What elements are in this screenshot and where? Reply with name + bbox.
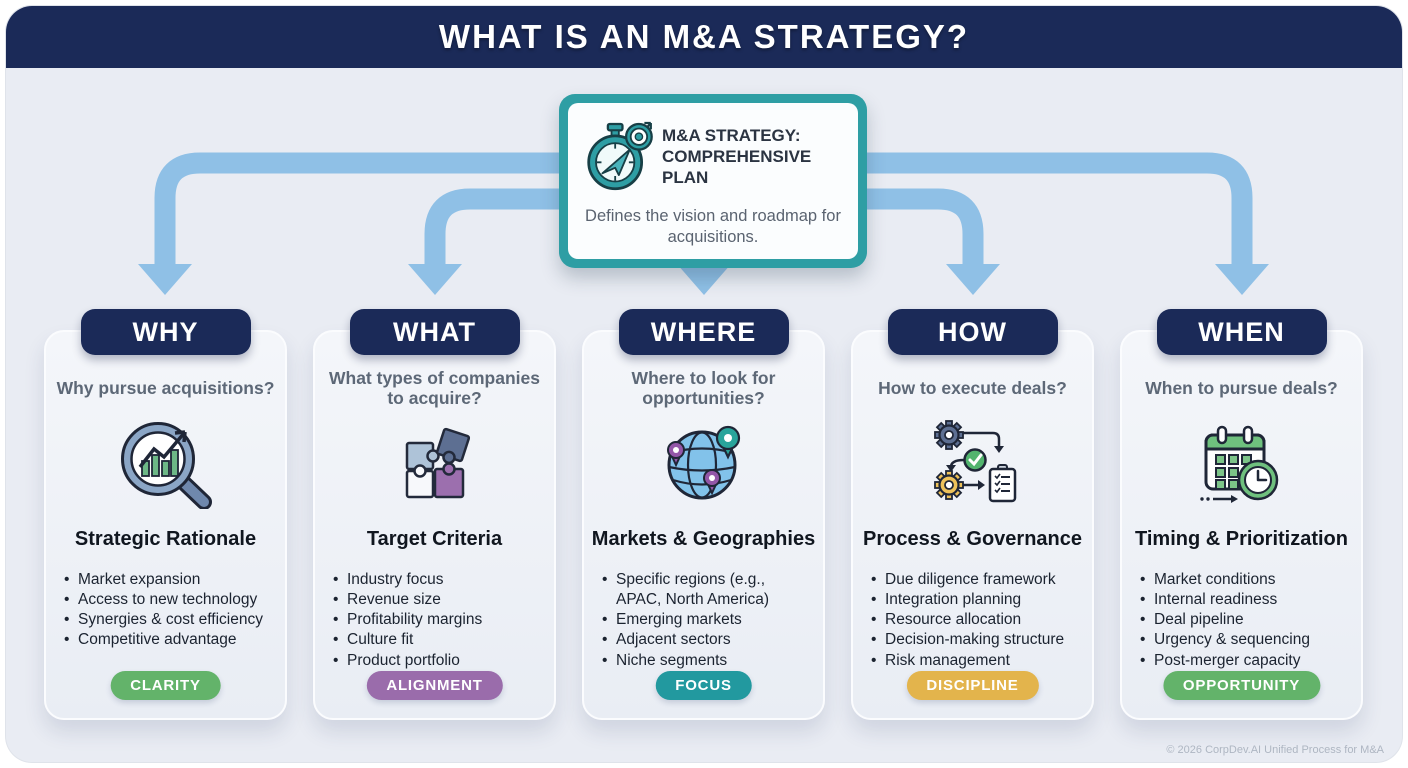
column-why-subtitle: Strategic Rationale xyxy=(74,528,257,550)
bullet-item: Internal readiness xyxy=(1140,590,1351,610)
bullet-item: Niche segments xyxy=(602,651,813,671)
bullet-list: Market conditionsInternal readinessDeal … xyxy=(1122,570,1361,671)
bullet-item: Decision-making structure xyxy=(871,630,1082,650)
column-how-header: HOW xyxy=(887,309,1058,355)
process-flow-icon xyxy=(921,414,1025,512)
column-how: HOW How to execute deals? xyxy=(851,309,1094,720)
column-how-subtitle: Process & Governance xyxy=(863,528,1082,550)
globe-pins-icon xyxy=(652,414,756,512)
column-where-badge: FOCUS xyxy=(655,671,752,700)
bullet-item: Market expansion xyxy=(64,570,275,590)
bullet-list: Due diligence frameworkIntegration plann… xyxy=(853,570,1092,671)
copyright-text: © 2026 CorpDev.AI Unified Process for M&… xyxy=(1166,744,1384,756)
compass-stopwatch-icon xyxy=(580,113,654,202)
bullet-item: Synergies & cost efficiency xyxy=(64,610,275,630)
magnifier-chart-icon xyxy=(114,414,218,512)
calendar-clock-icon xyxy=(1190,414,1294,512)
column-how-badge: DISCIPLINE xyxy=(906,671,1039,700)
columns-row: WHY Why pursue acquisitions? xyxy=(44,309,1363,720)
column-why-question: Why pursue acquisitions? xyxy=(56,377,275,398)
bullet-item: Risk management xyxy=(871,651,1082,671)
column-why: WHY Why pursue acquisitions? xyxy=(44,309,287,720)
bullet-item: Competitive advantage xyxy=(64,630,275,650)
bullet-list: Specific regions (e.g., APAC, North Amer… xyxy=(584,570,823,671)
column-what-badge: ALIGNMENT xyxy=(366,671,503,700)
bullet-item: Profitability margins xyxy=(333,610,544,630)
page-title: WHAT IS AN M&A STRATEGY? xyxy=(438,18,970,55)
puzzle-pieces-icon xyxy=(383,414,487,512)
diagram-board: M&A STRATEGY: COMPREHENSIVE PLAN Defines… xyxy=(6,68,1402,762)
arrow-to-when xyxy=(819,152,1253,266)
column-when-badge: OPPORTUNITY xyxy=(1162,671,1321,700)
bullet-item: Revenue size xyxy=(333,590,544,610)
column-how-question: How to execute deals? xyxy=(878,377,1067,398)
column-when: WHEN When to pursue deals? xyxy=(1120,309,1363,720)
bullet-item: Adjacent sectors xyxy=(602,630,813,650)
bullet-item: Market conditions xyxy=(1140,570,1351,590)
bullet-item: Post-merger capacity xyxy=(1140,651,1351,671)
column-what-subtitle: Target Criteria xyxy=(366,528,503,550)
infographic-canvas: WHAT IS AN M&A STRATEGY? xyxy=(6,6,1402,762)
column-where-question: Where to look for opportunities? xyxy=(631,367,776,408)
bullet-item: Urgency & sequencing xyxy=(1140,630,1351,650)
bullet-item: Industry focus xyxy=(333,570,544,590)
bullet-item: Access to new technology xyxy=(64,590,275,610)
bullet-item: Resource allocation xyxy=(871,610,1082,630)
bullet-item: Emerging markets xyxy=(602,610,813,630)
central-description: Defines the vision and roadmap for acqui… xyxy=(585,207,841,246)
column-where: WHERE Where to look for opportunities? xyxy=(582,309,825,720)
column-where-header: WHERE xyxy=(618,309,789,355)
column-when-header: WHEN xyxy=(1156,309,1327,355)
title-bar: WHAT IS AN M&A STRATEGY? xyxy=(6,6,1402,68)
central-plan-box: M&A STRATEGY: COMPREHENSIVE PLAN Defines… xyxy=(559,94,867,269)
bullet-list: Industry focusRevenue sizeProfitability … xyxy=(315,570,554,671)
column-why-header: WHY xyxy=(80,309,251,355)
bullet-item: Integration planning xyxy=(871,590,1082,610)
column-when-question: When to pursue deals? xyxy=(1145,377,1338,398)
column-what: WHAT What types of companies to acquire? xyxy=(313,309,556,720)
column-what-header: WHAT xyxy=(349,309,520,355)
column-why-badge: CLARITY xyxy=(110,671,221,700)
column-where-subtitle: Markets & Geographies xyxy=(591,528,816,550)
column-when-subtitle: Timing & Prioritization xyxy=(1135,528,1348,550)
arrow-to-why xyxy=(154,152,591,266)
bullet-item: Deal pipeline xyxy=(1140,610,1351,630)
bullet-item: Due diligence framework xyxy=(871,570,1082,590)
central-title: M&A STRATEGY: COMPREHENSIVE PLAN xyxy=(662,126,812,187)
bullet-item: Product portfolio xyxy=(333,651,544,671)
bullet-item: Specific regions (e.g., APAC, North Amer… xyxy=(602,570,813,610)
bullet-item: Culture fit xyxy=(333,630,544,650)
column-what-question: What types of companies to acquire? xyxy=(328,367,540,408)
bullet-list: Market expansionAccess to new technology… xyxy=(46,570,285,651)
